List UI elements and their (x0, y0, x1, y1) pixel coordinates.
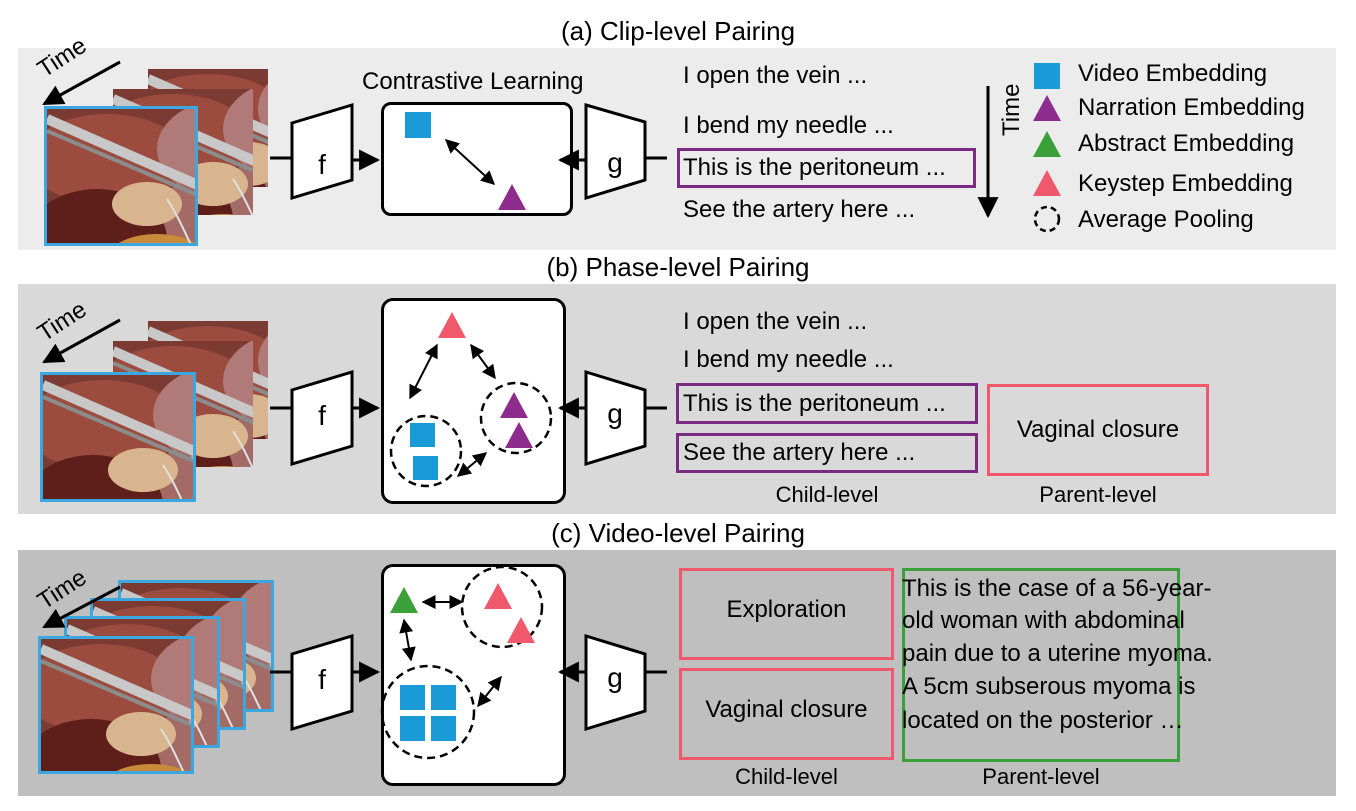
encoder-f-label: f (318, 664, 326, 695)
text-encoder-g (584, 633, 647, 732)
narration-3: This is the peritoneum ... (683, 390, 946, 417)
panel-phase-level: Time I open the vein ... I bend my needl… (18, 284, 1336, 514)
title-phase-level: (b) Phase-level Pairing (546, 252, 810, 282)
pooling-circle-keystep (460, 565, 544, 649)
contrastive-learning-label: Contrastive Learning (362, 68, 584, 95)
parent-level-label: Parent-level (1039, 482, 1157, 507)
narration-embedding-triangle (505, 422, 533, 448)
narration-highlight-box-2 (676, 433, 978, 473)
narration-1: I open the vein ... (683, 62, 868, 89)
narration-highlight-box-1 (676, 383, 978, 424)
encoder-f-label: f (318, 149, 326, 180)
panel-clip-level: Time Contrastive Learning I open the vei… (18, 32, 1336, 250)
video-encoder-f (290, 102, 354, 201)
narration-3: This is the peritoneum ... (683, 154, 946, 181)
legend-average-pooling: Average Pooling (1078, 206, 1254, 233)
legend-abstract-triangle-icon (1033, 131, 1061, 157)
encoder-g-label: g (607, 662, 623, 693)
legend-square-icon (1034, 63, 1060, 89)
contrastive-link (444, 139, 496, 185)
link-keystep-narration (470, 343, 496, 380)
legend-narration-embedding: Narration Embedding (1078, 94, 1305, 121)
encoder-g-label: g (607, 398, 623, 429)
abstract-line-1: This is the case of a 56-year- (902, 575, 1212, 602)
text-encoder-g (584, 103, 647, 201)
keystep-embedding-triangle (484, 583, 512, 609)
child-level-label: Child-level (735, 764, 838, 789)
narration-1: I open the vein ... (683, 308, 868, 335)
encoder-g-label: g (607, 147, 623, 178)
time-arrow-a (42, 60, 121, 106)
video-frame-front (40, 372, 196, 502)
time-arrow-b (42, 318, 121, 364)
link-video-keystep (477, 675, 502, 708)
video-encoder-f (290, 369, 354, 467)
legend-keystep-triangle-icon (1033, 170, 1061, 196)
video-embedding-square (410, 423, 435, 447)
pooling-circle-video (380, 664, 476, 760)
link-video-narration (456, 452, 488, 477)
video-frame-front (38, 636, 194, 774)
narration-2: I bend my needle ... (683, 112, 894, 139)
video-embedding-square (431, 685, 456, 710)
video-encoder-f (290, 633, 354, 732)
narration-4: See the artery here ... (683, 439, 916, 466)
narration-highlight-box (677, 148, 976, 188)
video-embedding-square (400, 716, 425, 741)
legend-narration-triangle-icon (1033, 95, 1061, 121)
legend-video-embedding: Video Embedding (1078, 60, 1268, 87)
keystep-box-2 (679, 668, 894, 760)
keystep-text: Vaginal closure (1016, 416, 1180, 443)
legend-abstract-embedding: Abstract Embedding (1078, 130, 1295, 157)
legend-keystep-embedding: Keystep Embedding (1078, 170, 1293, 197)
narration-2: I bend my needle ... (683, 346, 894, 373)
abstract-box (902, 568, 1180, 762)
keystep-box-1 (679, 568, 894, 660)
parent-level-label: Parent-level (982, 764, 1100, 789)
time-arrow-c (42, 585, 121, 629)
keystep-box (987, 384, 1209, 476)
pooling-circle-video (389, 414, 463, 488)
abstract-line-4: A 5cm subserous myoma is (902, 673, 1196, 700)
link-abstract-video (399, 618, 416, 662)
abstract-line-3: pain due to a uterine myoma. (902, 640, 1213, 667)
narration-embedding-triangle (500, 392, 528, 418)
abstract-line-5: located on the posterior … (902, 707, 1184, 734)
keystep-embedding-triangle (438, 312, 466, 338)
keystep-embedding-triangle (507, 617, 535, 643)
child-level-label: Child-level (775, 482, 879, 507)
keystep-text-2: Vaginal closure (705, 696, 868, 723)
pooling-circle-narration (479, 381, 553, 455)
panel-video-level: Time Exploration Vaginal closure This is… (18, 550, 1336, 796)
video-embedding-square (400, 685, 425, 710)
link-keystep-video (409, 343, 438, 400)
narration-embedding-triangle (498, 184, 526, 210)
text-encoder-g (584, 369, 647, 467)
video-embedding-square (413, 456, 438, 480)
keystep-text-1: Exploration (726, 596, 847, 623)
encoder-f-label: f (318, 400, 326, 431)
legend-pooling-circle-icon (1033, 205, 1061, 233)
abstract-line-2: old woman with abdominal (902, 607, 1185, 634)
video-embedding-square (405, 112, 431, 138)
video-embedding-square (431, 716, 456, 741)
title-clip-level: (a) Clip-level Pairing (560, 16, 796, 46)
narration-4: See the artery here ... (683, 196, 916, 223)
embedding-space-box (381, 564, 566, 786)
video-frame-front (44, 106, 198, 246)
title-video-level: (c) Video-level Pairing (551, 518, 805, 548)
abstract-embedding-triangle (390, 587, 418, 613)
